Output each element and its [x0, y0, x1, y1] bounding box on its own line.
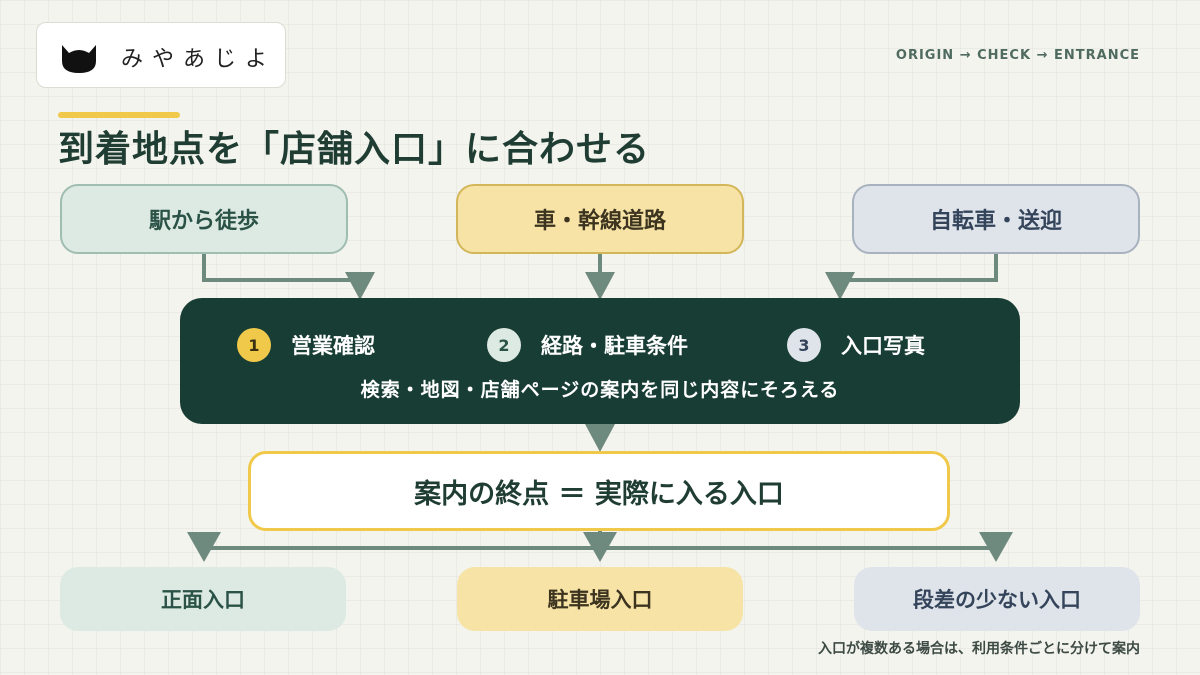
source-walk: 駅から徒歩: [60, 184, 348, 254]
brand-name: みやあじよ: [121, 47, 277, 72]
page-title: 到着地点を「店舗入口」に合わせる: [58, 128, 651, 170]
panel-subtitle: 検索・地図・店舗ページの案内を同じ内容にそろえる: [360, 379, 840, 401]
arrow-head: [979, 532, 1013, 562]
step-number-badge: 3: [787, 328, 821, 362]
arrow-head: [583, 532, 617, 562]
arrow-head: [825, 272, 855, 300]
brand-logo-box: みやあじよ: [36, 22, 286, 88]
header-flow-label: ORIGIN → CHECK → ENTRANCE: [895, 48, 1140, 63]
step-number-badge: 2: [487, 328, 521, 362]
check-panel: 1 営業確認 2 経路・駐車条件 3 入口写真 検索・地図・店舗ページの案内を同…: [180, 298, 1020, 424]
source-car: 車・幹線道路: [456, 184, 744, 254]
result-statement: 案内の終点 ＝ 実際に入る入口: [248, 451, 950, 531]
arrow-head: [187, 532, 221, 562]
destination-parking: 駐車場入口: [457, 567, 743, 631]
step-label: 経路・駐車条件: [541, 333, 688, 358]
arrow-head: [345, 272, 375, 300]
cat-icon: [62, 45, 96, 73]
source-bicycle: 自転車・送迎: [852, 184, 1140, 254]
arrow-head: [585, 424, 615, 452]
title-accent-bar: [58, 112, 180, 118]
step-label: 営業確認: [291, 333, 375, 358]
step-route-parking: 2 経路・駐車条件: [487, 328, 688, 362]
arrow-head: [585, 272, 615, 300]
step-business-check: 1 営業確認: [237, 328, 375, 362]
step-number-badge: 1: [237, 328, 271, 362]
destination-barrier-free: 段差の少ない入口: [854, 567, 1140, 631]
footnote: 入口が複数ある場合は、利用条件ごとに分けて案内: [818, 641, 1140, 657]
destination-front: 正面入口: [60, 567, 346, 631]
step-label: 入口写真: [841, 333, 925, 358]
step-entrance-photo: 3 入口写真: [787, 328, 925, 362]
